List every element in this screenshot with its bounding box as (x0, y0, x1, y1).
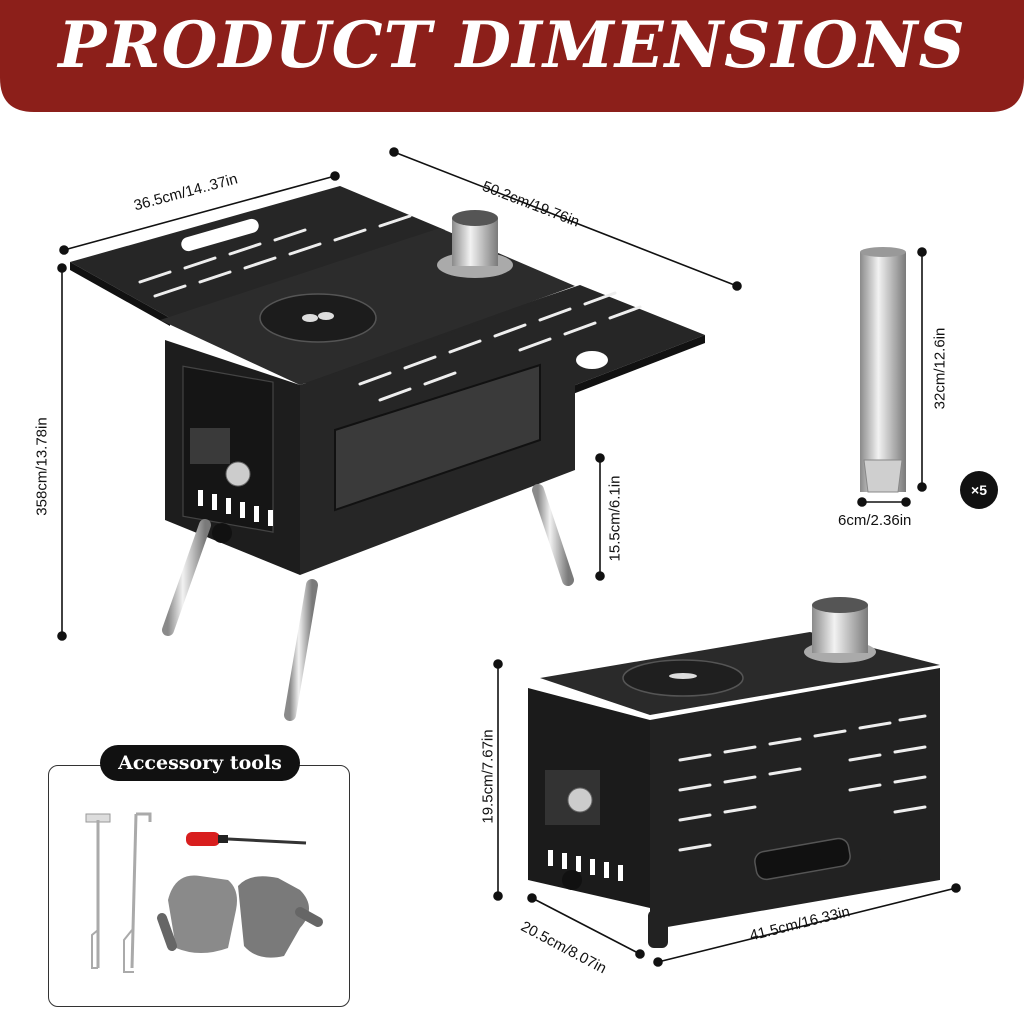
hook-icon (123, 812, 152, 973)
page-title: PRODUCT DIMENSIONS (58, 8, 966, 83)
folded-height-label: 19.5cm/7.67in (428, 729, 548, 823)
accessory-label: Accessory tools (100, 745, 300, 781)
folded-height-text: 19.5cm/7.67in (479, 729, 497, 824)
pipe-diameter-label: 6cm/2.36in (838, 512, 912, 529)
stove-height-text: 358cm/13.78in (33, 417, 51, 516)
stove-height-label: 358cm/13.78in (0, 417, 107, 515)
poker-icon (85, 813, 111, 969)
pipe-length-text: 32cm/12.6in (931, 327, 949, 410)
leg-height-text: 15.5cm/6.1in (606, 475, 624, 562)
accessory-box (48, 765, 350, 1007)
folded-stove-icon (528, 597, 940, 948)
pipe-count-badge: ×5 (960, 471, 998, 509)
pipe-length-label: 32cm/12.6in (890, 328, 990, 410)
chimney-pipe-icon (860, 247, 906, 493)
gloves-icon (157, 875, 323, 958)
title-banner (0, 0, 1024, 112)
leg-height-label: 15.5cm/6.1in (565, 476, 665, 562)
stove-icon (70, 186, 705, 721)
screwdriver-icon (186, 832, 307, 846)
